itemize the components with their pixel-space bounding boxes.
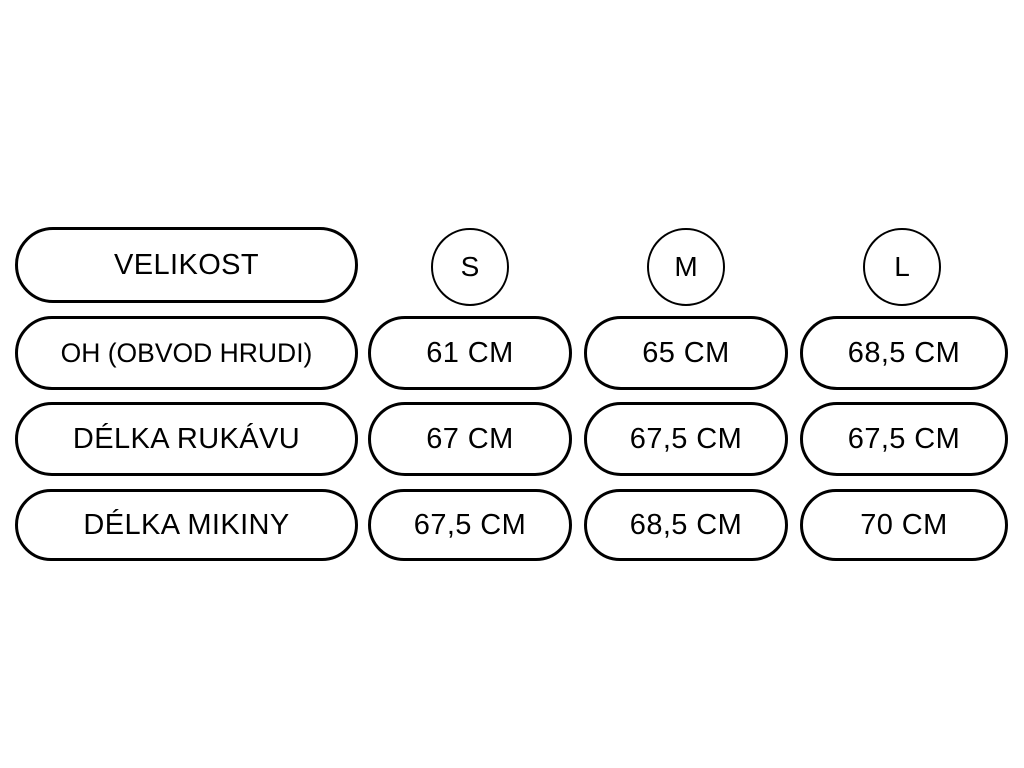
size-badge-l: L (863, 228, 941, 306)
cell-hoodie-l: 70 CM (800, 489, 1008, 561)
row-label-sleeve-length: DÉLKA RUKÁVU (15, 402, 358, 476)
cell-sleeve-m: 67,5 CM (584, 402, 788, 476)
size-badge-m: M (647, 228, 725, 306)
cell-chest-s: 61 CM (368, 316, 572, 390)
cell-sleeve-s: 67 CM (368, 402, 572, 476)
cell-hoodie-s: 67,5 CM (368, 489, 572, 561)
cell-chest-l: 68,5 CM (800, 316, 1008, 390)
cell-sleeve-l: 67,5 CM (800, 402, 1008, 476)
row-label-chest: OH (OBVOD HRUDI) (15, 316, 358, 390)
size-badge-s: S (431, 228, 509, 306)
header-label-velikost: VELIKOST (15, 227, 358, 303)
cell-chest-m: 65 CM (584, 316, 788, 390)
cell-hoodie-m: 68,5 CM (584, 489, 788, 561)
row-label-hoodie-length: DÉLKA MIKINY (15, 489, 358, 561)
